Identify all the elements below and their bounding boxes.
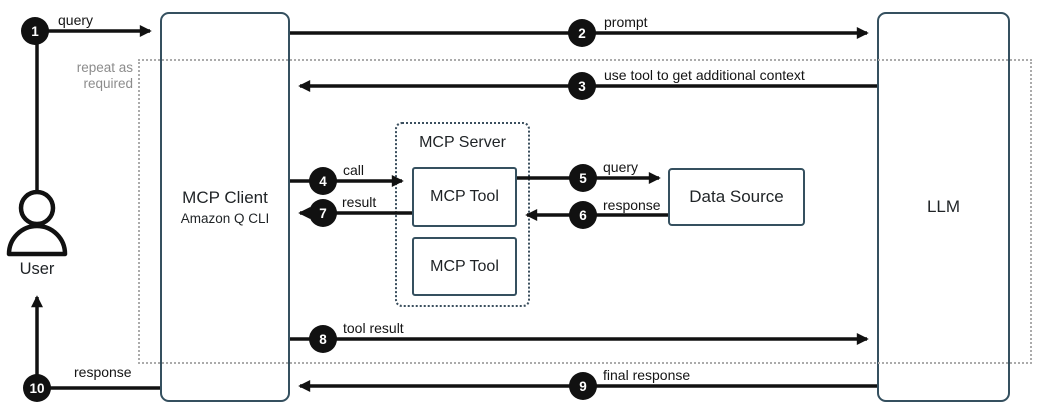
- flow-label-response-ds: response: [603, 197, 661, 213]
- step-badge-9: 9: [569, 372, 597, 400]
- flow-label-result: result: [342, 194, 377, 210]
- step-badge-6: 6: [569, 201, 597, 229]
- user-icon: [6, 189, 68, 257]
- data-source-box: Data Source: [668, 168, 805, 226]
- step-badge-4: 4: [309, 167, 337, 195]
- flow-label-query-ds: query: [603, 159, 639, 175]
- step-badge-1: 1: [21, 17, 49, 45]
- step-badge-2: 2: [568, 19, 596, 47]
- step-badge-10: 10: [23, 374, 51, 402]
- data-source-title: Data Source: [689, 187, 784, 206]
- step-badge-7: 7: [309, 199, 337, 227]
- flow-label-response-user: response: [74, 364, 132, 380]
- step-badge-8: 8: [309, 325, 337, 353]
- llm-title: LLM: [926, 197, 961, 216]
- llm-box: LLM: [877, 12, 1010, 402]
- mcp-client-box: MCP Client Amazon Q CLI: [160, 12, 290, 402]
- mcp-client-title: MCP Client: [182, 188, 268, 207]
- mcp-tool-box: MCP Tool: [412, 167, 517, 227]
- step-badge-3: 3: [568, 72, 596, 100]
- flow-label-call: call: [343, 162, 365, 178]
- flow-label-final-response: final response: [603, 367, 691, 383]
- mcp-client-subtitle: Amazon Q CLI: [180, 211, 270, 226]
- mcp-tool-box: MCP Tool: [412, 237, 517, 296]
- repeat-region-label: repeat as required: [76, 60, 133, 91]
- mcp-server-box: MCP Server MCP Tool MCP Tool: [395, 122, 530, 307]
- step-badge-5: 5: [569, 164, 597, 192]
- flow-label-prompt: prompt: [604, 14, 648, 30]
- flow-label-query: query: [58, 12, 94, 28]
- mcp-server-title: MCP Server: [419, 134, 506, 151]
- flow-label-use-tool: use tool to get additional context: [604, 67, 805, 83]
- flow-label-tool-result: tool result: [343, 320, 404, 336]
- user-label: User: [19, 260, 55, 278]
- arrow-query: [35, 25, 152, 192]
